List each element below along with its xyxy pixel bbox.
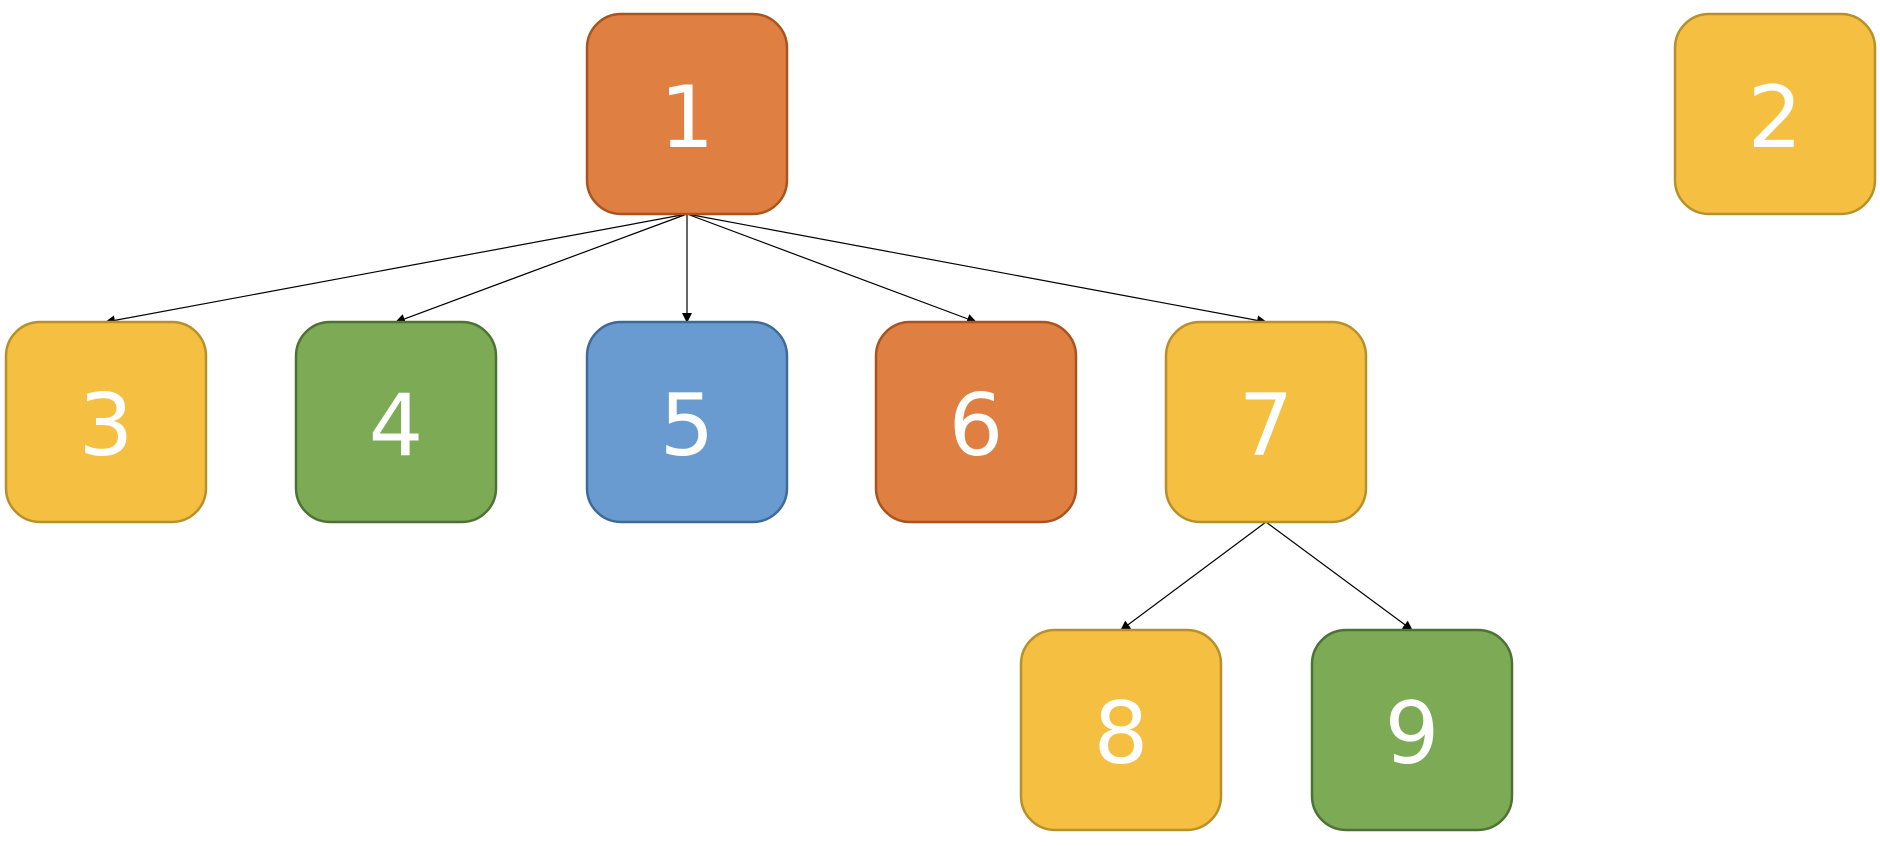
edge-1-to-3: [105, 213, 688, 326]
node-8[interactable]: 8: [1019, 628, 1223, 832]
node-9[interactable]: 9: [1310, 628, 1514, 832]
node-1[interactable]: 1: [585, 12, 789, 216]
node-3[interactable]: 3: [4, 320, 208, 524]
node-box: [294, 320, 498, 524]
node-label: 5: [660, 376, 715, 476]
edge-7-to-9: [1265, 521, 1413, 631]
node-box: [4, 320, 208, 524]
nodes-layer: 1 2 3 4 5 6 7 8 9: [4, 12, 1877, 832]
node-6[interactable]: 6: [874, 320, 1078, 524]
edge-1-to-7: [686, 213, 1267, 326]
node-box: [1310, 628, 1514, 832]
node-4[interactable]: 4: [294, 320, 498, 524]
node-box: [585, 12, 789, 216]
node-label: 7: [1239, 376, 1294, 476]
node-label: 4: [369, 376, 424, 476]
node-label: 3: [79, 376, 134, 476]
node-label: 2: [1748, 68, 1803, 168]
node-2[interactable]: 2: [1673, 12, 1877, 216]
node-box: [1673, 12, 1877, 216]
node-5[interactable]: 5: [585, 320, 789, 524]
edge-1-to-4: [395, 213, 688, 324]
node-box: [585, 320, 789, 524]
node-box: [874, 320, 1078, 524]
node-label: 8: [1094, 684, 1149, 784]
node-box: [1019, 628, 1223, 832]
node-box: [1164, 320, 1368, 524]
node-label: 9: [1385, 684, 1440, 784]
edge-1-to-6: [686, 213, 977, 324]
edge-7-to-8: [1120, 521, 1267, 631]
node-7[interactable]: 7: [1164, 320, 1368, 524]
node-label: 1: [660, 68, 715, 168]
edges-layer: [105, 213, 1413, 631]
node-label: 6: [949, 376, 1004, 476]
